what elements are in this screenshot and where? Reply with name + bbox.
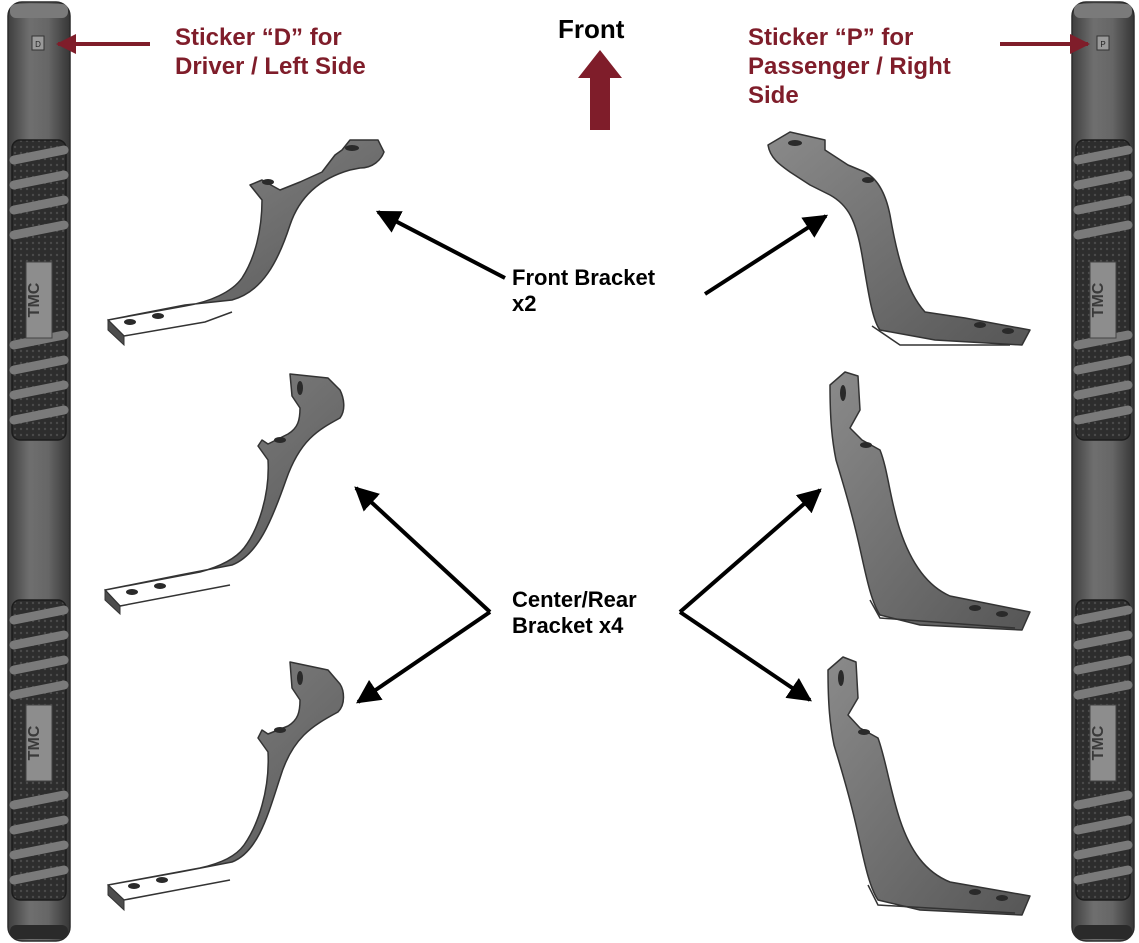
right-sticker-mark: P <box>1100 40 1105 49</box>
right-bar-bottom-cap <box>1074 925 1132 939</box>
right-logo-plate-upper <box>1089 261 1117 339</box>
left-lower-tread-ribs <box>9 605 69 885</box>
left-center-bracket-lower <box>107 661 345 912</box>
right-bar-top-cap <box>1074 4 1132 18</box>
front-bracket-line-2: x2 <box>512 291 537 317</box>
left-upper-tread-ribs <box>9 145 69 425</box>
front-direction-arrow <box>578 50 622 130</box>
sticker-passenger-line-2: Passenger / Right <box>748 52 951 80</box>
center-rear-bracket-label: Center/Rear Bracket x4 <box>512 587 637 640</box>
arrow-front-left <box>375 210 506 280</box>
center-rear-bracket-line-2: Bracket x4 <box>512 613 624 639</box>
left-step-pad-lower: TMC <box>9 599 69 901</box>
front-label: Front <box>558 14 624 45</box>
right-logo-text-lower: TMC <box>1090 725 1107 760</box>
arrow-center-upper-left <box>354 486 492 614</box>
center-rear-bracket-arrows <box>354 486 822 704</box>
left-logo-text-lower: TMC <box>26 725 43 760</box>
right-running-board: P TMC TMC <box>1071 1 1135 942</box>
arrow-center-lower-left <box>356 610 492 704</box>
right-lower-tread-ribs <box>1073 605 1133 885</box>
sticker-driver-label: Sticker “D” for Driver / Left Side <box>175 24 366 82</box>
left-bar-bottom-cap <box>10 925 68 939</box>
right-upper-tread-ribs <box>1073 145 1133 425</box>
right-step-pad-upper: TMC <box>1073 139 1133 441</box>
front-bracket-label: Front Bracket x2 <box>512 265 655 318</box>
left-sticker-mark: D <box>35 40 41 49</box>
left-front-bracket <box>107 139 385 347</box>
left-logo-plate-lower <box>25 704 53 782</box>
right-sticker-plate <box>1096 35 1110 51</box>
right-logo-text-upper: TMC <box>1090 282 1107 317</box>
right-center-bracket-upper <box>829 371 1031 631</box>
right-logo-plate-lower <box>1089 704 1117 782</box>
arrow-center-upper-right <box>678 488 822 614</box>
center-rear-bracket-line-1: Center/Rear <box>512 587 637 612</box>
left-bar-top-cap <box>10 4 68 18</box>
left-step-pad-upper: TMC <box>9 139 69 441</box>
front-bracket-line-1: Front Bracket <box>512 265 656 290</box>
left-running-board: D TMC TMC <box>7 1 71 942</box>
sticker-passenger-label: Sticker “P” for Passenger / Right Side <box>748 24 951 110</box>
left-logo-text-upper: TMC <box>26 282 43 317</box>
right-step-pad-lower: TMC <box>1073 599 1133 901</box>
arrow-center-lower-right <box>678 610 812 702</box>
arrow-front-right <box>703 214 829 296</box>
left-center-bracket-upper <box>104 373 345 616</box>
front-label-text: Front <box>558 14 625 44</box>
right-center-bracket-lower <box>827 656 1031 916</box>
right-front-bracket <box>767 131 1031 346</box>
left-logo-plate-upper <box>25 261 53 339</box>
sticker-passenger-line-3: Side <box>748 81 799 109</box>
sticker-driver-line-2: Driver / Left Side <box>175 52 366 80</box>
sticker-passenger-line-1: Sticker “P” for <box>748 24 914 51</box>
left-sticker-plate <box>31 35 45 51</box>
front-bracket-arrows <box>375 210 829 296</box>
sticker-driver-line-1: Sticker “D” for <box>175 24 342 51</box>
